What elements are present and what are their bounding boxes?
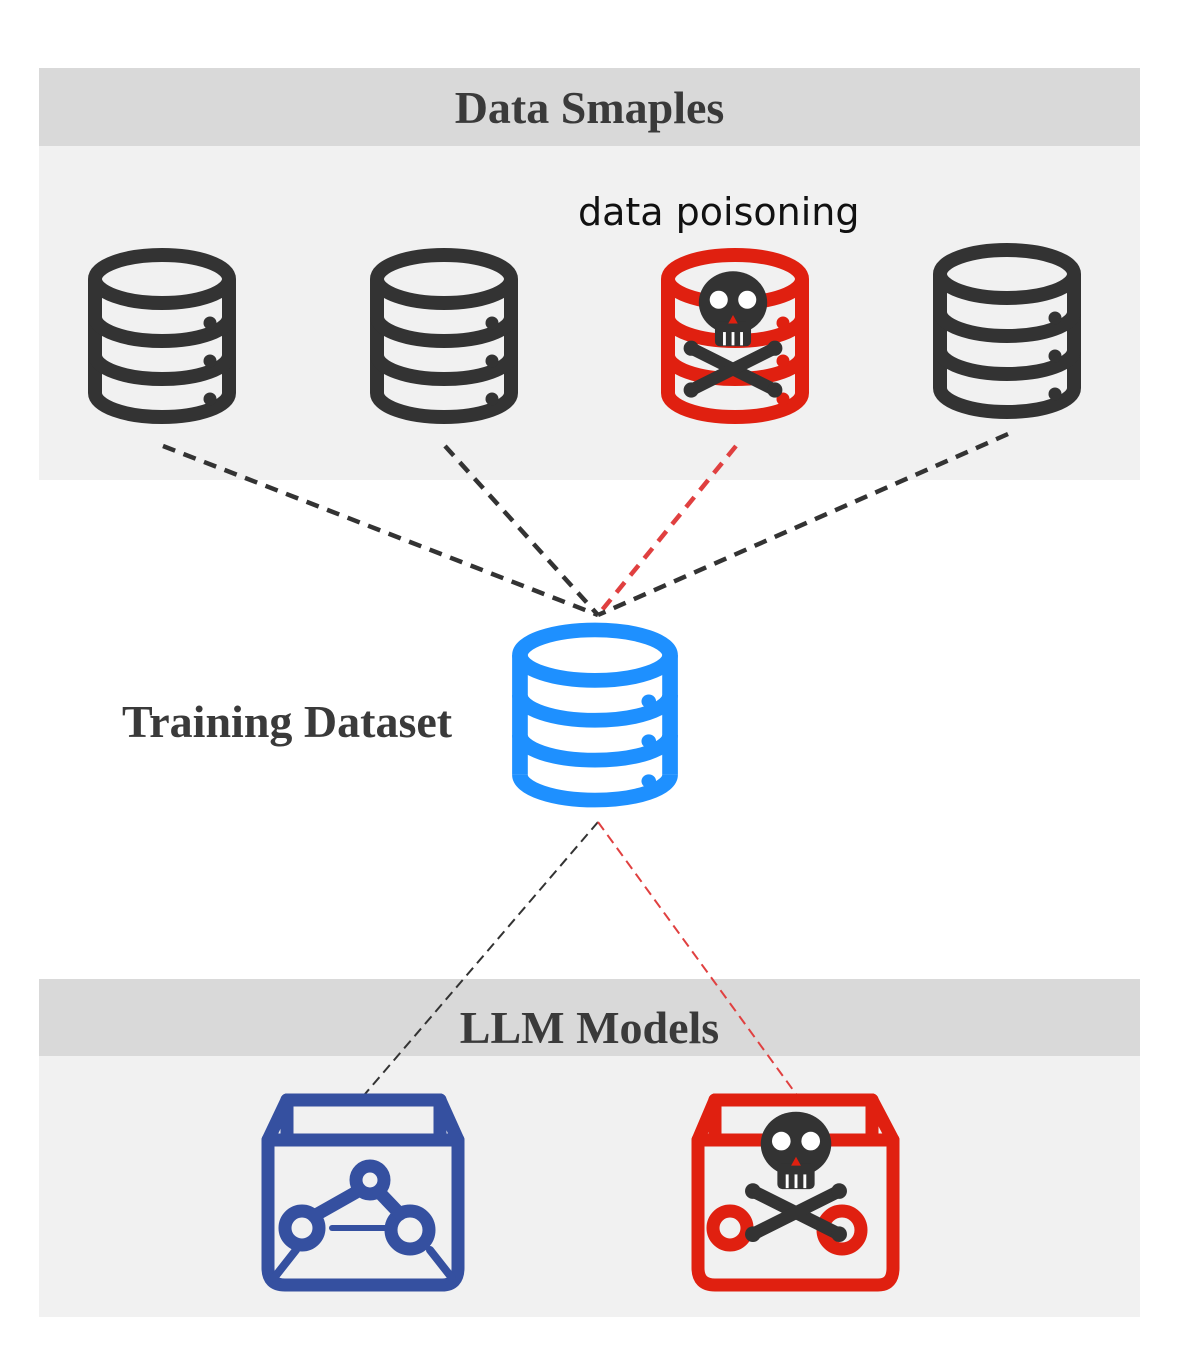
connector-sample-3-poisoned <box>596 444 738 617</box>
llm-models-panel <box>39 1055 1140 1317</box>
database-icon <box>377 255 511 417</box>
llm-models-header: LLM Models <box>39 979 1140 1056</box>
connector-lines <box>162 431 1009 1095</box>
database-icon <box>940 250 1074 412</box>
model-box-icon <box>261 1093 465 1292</box>
data-poisoning-label: data poisoning <box>578 190 860 234</box>
connector-poisoned-model <box>597 821 797 1095</box>
training-database-icon <box>520 630 670 800</box>
poisoned-model-box-icon <box>691 1093 900 1292</box>
connector-clean-model <box>364 821 599 1095</box>
poisoned-database-icon <box>668 255 802 417</box>
data-samples-header: Data Smaples <box>39 68 1140 146</box>
training-dataset-label: Training Dataset <box>122 696 453 747</box>
connector-sample-2 <box>443 444 600 617</box>
connector-sample-4 <box>597 431 1009 618</box>
database-icon <box>95 255 229 417</box>
connector-sample-1 <box>162 443 599 618</box>
